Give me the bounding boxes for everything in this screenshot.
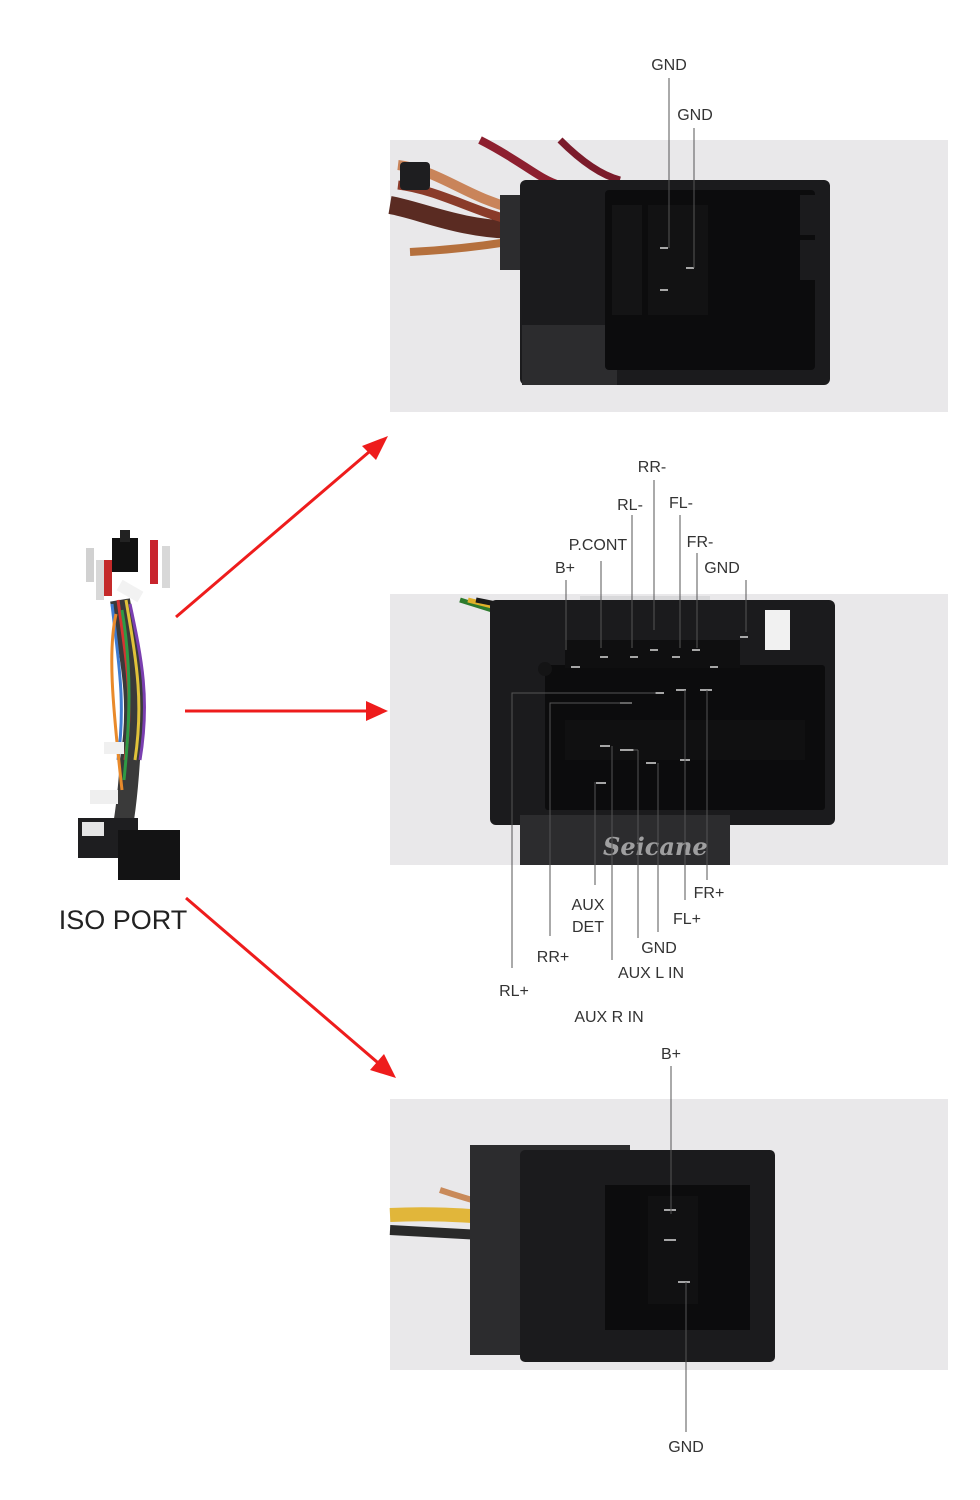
label-fl-minus: FL- — [669, 495, 693, 512]
arrow-to-top-connector — [175, 436, 388, 619]
arrow-to-bottom-connector — [185, 896, 396, 1078]
bottom-connector-photo — [389, 1099, 948, 1370]
label-fl-plus: FL+ — [673, 911, 701, 928]
iso-harness-image — [78, 530, 180, 880]
label-fr-plus: FR+ — [694, 885, 725, 902]
label-gnd-middle-bottom: GND — [641, 940, 677, 957]
arrow-to-middle-connector — [185, 701, 388, 721]
label-rr-plus: RR+ — [537, 949, 569, 966]
label-rl-plus: RL+ — [499, 983, 529, 1000]
label-fr-minus: FR- — [687, 534, 714, 551]
middle-top-leaders — [565, 480, 747, 650]
middle-connector-photo: Seicane — [390, 594, 948, 865]
label-rl-minus: RL- — [617, 497, 643, 514]
label-aux-r-in: AUX R IN — [574, 1009, 643, 1026]
watermark: Seicane — [603, 832, 708, 861]
label-b-plus-middle: B+ — [555, 560, 575, 577]
iso-port-title: ISO PORT — [59, 905, 188, 935]
label-aux-l-in: AUX L IN — [618, 965, 684, 982]
label-gnd-middle-top: GND — [704, 560, 740, 577]
label-gnd-bottom: GND — [668, 1439, 704, 1456]
label-gnd-2: GND — [677, 107, 713, 124]
label-rr-minus: RR- — [638, 459, 666, 476]
label-p-cont: P.CONT — [569, 537, 628, 554]
middle-bottom-leaders — [511, 690, 708, 968]
label-gnd-1: GND — [651, 57, 687, 74]
label-b-plus-bottom: B+ — [661, 1046, 681, 1063]
